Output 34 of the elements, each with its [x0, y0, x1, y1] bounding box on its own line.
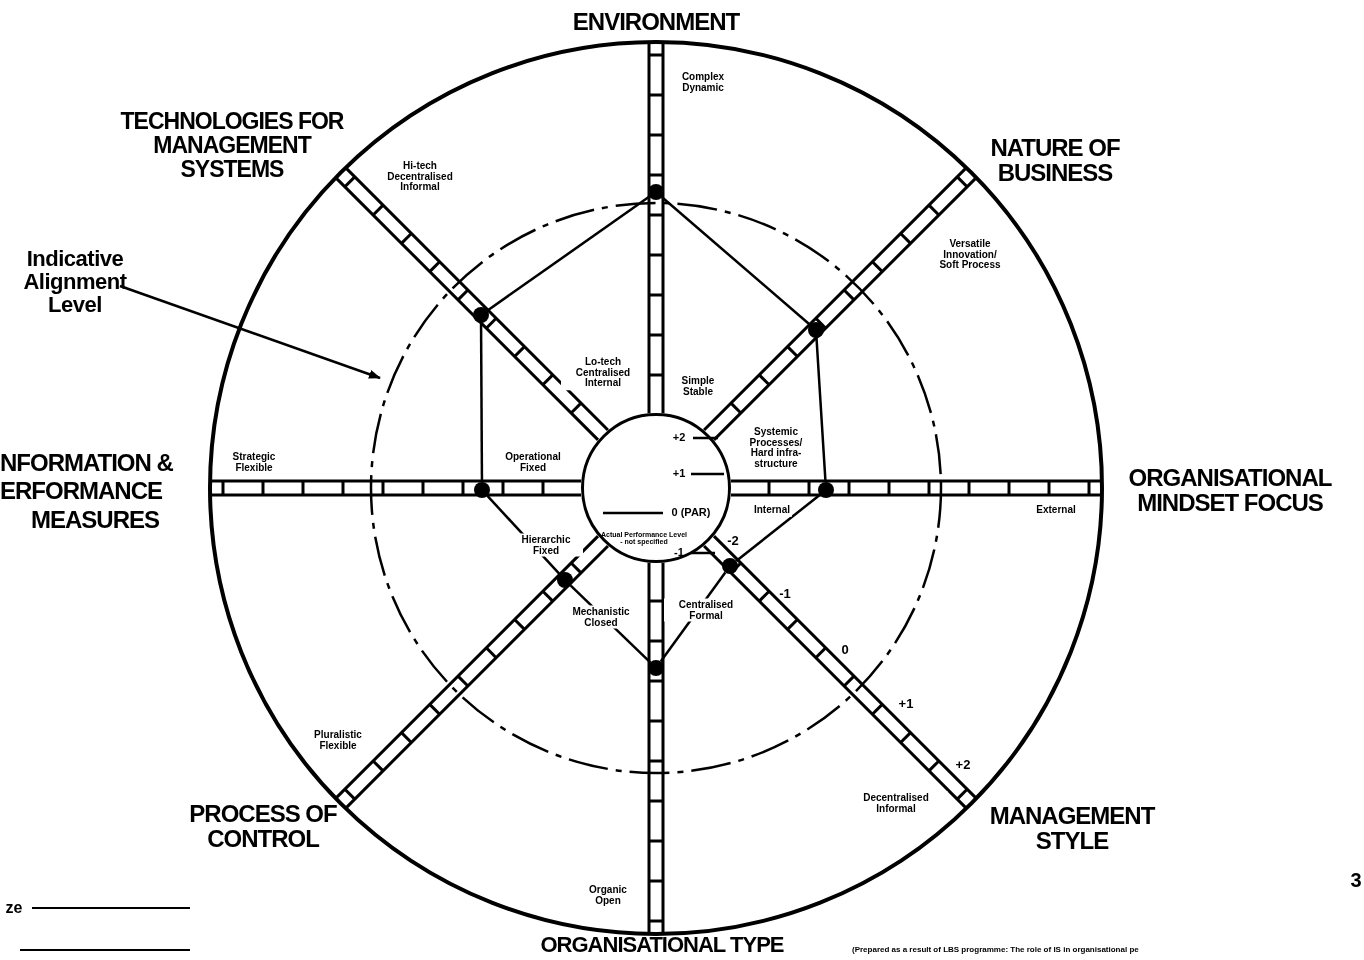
data-point-dot — [722, 558, 738, 574]
scale-value: +1 — [897, 697, 915, 711]
scale-value: +2 — [954, 758, 972, 772]
axis-title: NATURE OF BUSINESS — [989, 134, 1121, 186]
scale-value: -1 — [673, 547, 685, 559]
callout-text: Indicative Alignment Level — [10, 247, 140, 317]
scale-value: -2 — [726, 534, 740, 548]
scale-value: +1 — [671, 468, 687, 480]
data-point-dot — [808, 322, 824, 338]
footnote: (Prepared as a result of LBS programme: The role of IS in organisational pe — [852, 945, 1139, 955]
scale-value: +2 — [671, 432, 687, 444]
axis-title: ENVIRONMENT — [571, 9, 741, 35]
data-point-dot — [557, 572, 573, 588]
profile-line — [735, 494, 821, 562]
axis-title: ORGANISATIONAL MINDSET FOCUS — [1127, 464, 1333, 516]
axis-title: ERFORMANCE — [0, 478, 162, 504]
axis-title: PROCESS OF CONTROL — [188, 800, 338, 852]
arrow — [119, 284, 381, 380]
field-label: ze — [4, 899, 24, 917]
scale-value: -1 — [778, 587, 792, 601]
axis-title: NFORMATION & — [0, 450, 173, 476]
pole-label: Internal — [751, 503, 793, 517]
page-number: 3 — [1349, 869, 1363, 891]
axis-title: TECHNOLOGIES FOR MANAGEMENT SYSTEMS — [119, 108, 345, 182]
scale-value: 0 — [840, 643, 850, 657]
data-point-dot — [473, 307, 489, 323]
axis-title: ORGANISATIONAL TYPE — [539, 933, 785, 957]
axis-title: MANAGEMENT STYLE — [988, 802, 1156, 854]
axis-title: MEASURES — [30, 507, 160, 533]
profile-line — [815, 337, 827, 483]
scale-value: 0 (PAR) — [670, 507, 712, 519]
profile-line — [661, 196, 811, 326]
profile-line — [486, 195, 651, 312]
profile-line — [479, 323, 484, 482]
